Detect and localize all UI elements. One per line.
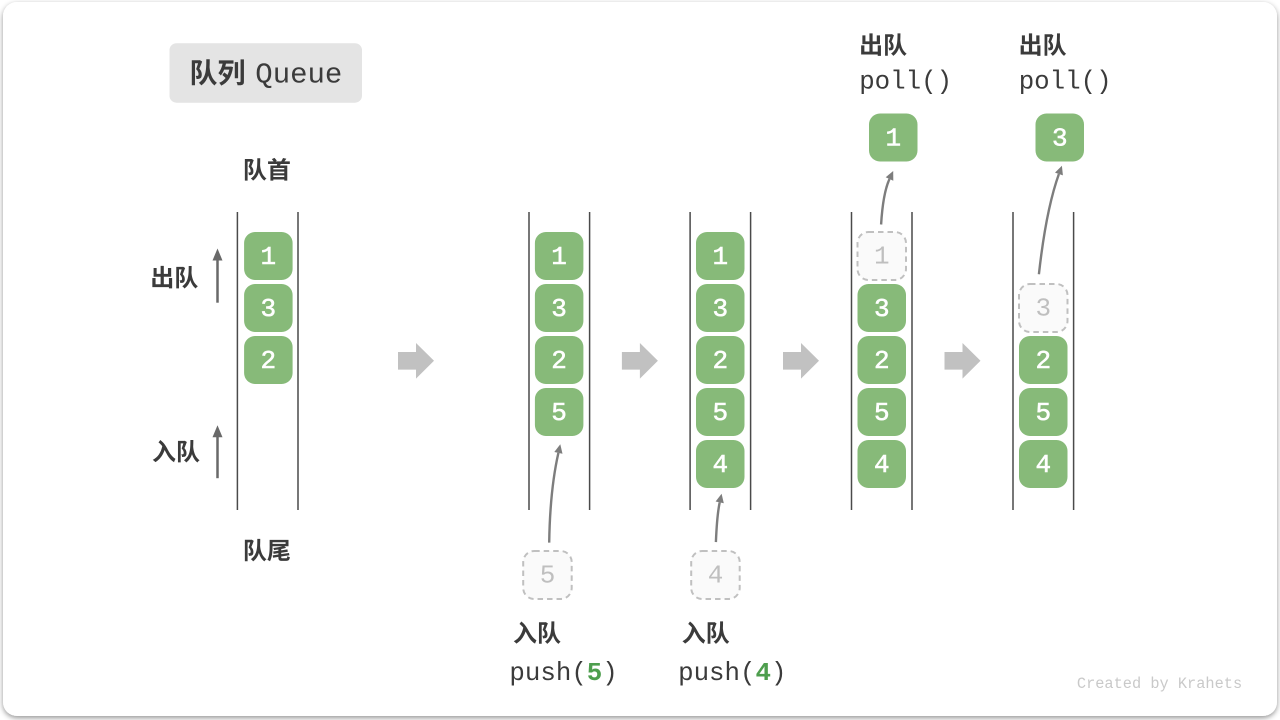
svg-text:4: 4: [874, 450, 890, 480]
svg-text:2: 2: [874, 346, 890, 376]
svg-text:5: 5: [551, 398, 567, 428]
svg-text:1: 1: [885, 124, 901, 154]
svg-text:5: 5: [540, 560, 556, 590]
svg-text:3: 3: [551, 294, 567, 324]
svg-text:2: 2: [260, 346, 276, 376]
svg-text:poll(): poll(): [859, 68, 952, 97]
svg-text:1: 1: [874, 241, 890, 271]
svg-text:3: 3: [1035, 293, 1051, 323]
svg-text:1: 1: [712, 242, 728, 272]
svg-text:5: 5: [874, 398, 890, 428]
svg-text:push(4): push(4): [678, 659, 786, 688]
svg-text:3: 3: [260, 294, 276, 324]
svg-text:Queue: Queue: [255, 59, 342, 92]
svg-text:1: 1: [551, 242, 567, 272]
svg-text:3: 3: [874, 294, 890, 324]
svg-text:5: 5: [712, 398, 728, 428]
svg-text:5: 5: [1035, 398, 1051, 428]
svg-text:push(5): push(5): [509, 659, 617, 688]
svg-text:4: 4: [712, 450, 728, 480]
svg-text:4: 4: [1035, 450, 1051, 480]
svg-text:3: 3: [712, 294, 728, 324]
svg-text:2: 2: [551, 346, 567, 376]
svg-text:poll(): poll(): [1019, 68, 1112, 97]
svg-text:3: 3: [1052, 124, 1068, 154]
svg-text:2: 2: [1035, 346, 1051, 376]
svg-text:1: 1: [260, 242, 276, 272]
svg-text:4: 4: [708, 560, 724, 590]
svg-text:2: 2: [712, 346, 728, 376]
svg-text:Created by Krahets: Created by Krahets: [1077, 675, 1242, 693]
